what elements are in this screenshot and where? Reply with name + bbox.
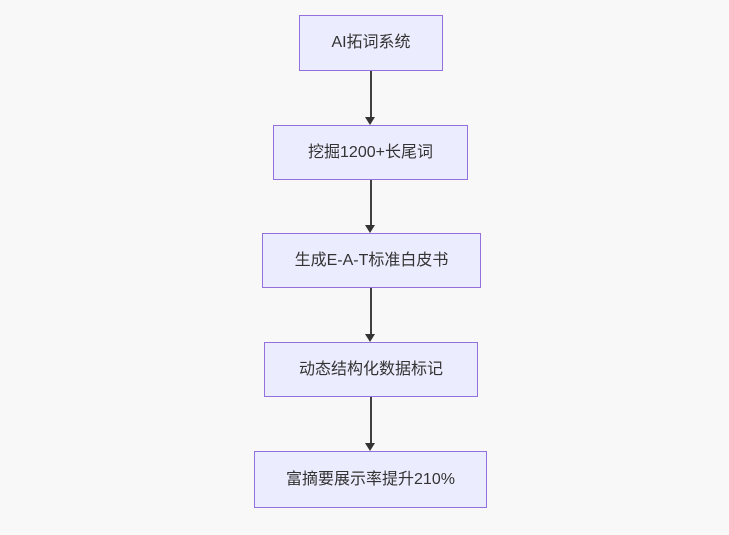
flow-node-label: 动态结构化数据标记 — [298, 360, 443, 378]
arrowhead-down-icon — [365, 225, 375, 233]
edge-line — [369, 397, 372, 445]
edge-arrow-1 — [365, 71, 376, 125]
flow-node-label: 富摘要展示率提升210% — [286, 470, 455, 488]
edge-arrow-2 — [365, 180, 376, 233]
flow-node-label: AI拓词系统 — [331, 34, 411, 52]
arrowhead-down-icon — [365, 334, 375, 342]
flow-node-longtail-mining: 挖掘1200+长尾词 — [273, 125, 468, 180]
flow-node-eat-whitepaper: 生成E-A-T标准白皮书 — [262, 233, 481, 288]
flow-node-label: 挖掘1200+长尾词 — [308, 143, 433, 161]
flow-node-structured-data-markup: 动态结构化数据标记 — [264, 342, 478, 397]
flow-node-rich-snippet-result: 富摘要展示率提升210% — [254, 451, 487, 508]
edge-line — [369, 180, 372, 227]
arrowhead-down-icon — [365, 443, 375, 451]
edge-arrow-3 — [365, 288, 376, 342]
flow-node-ai-keyword-system: AI拓词系统 — [299, 15, 443, 71]
edge-line — [369, 71, 372, 119]
edge-line — [369, 288, 372, 336]
edge-arrow-4 — [365, 397, 376, 451]
arrowhead-down-icon — [365, 117, 375, 125]
flow-node-label: 生成E-A-T标准白皮书 — [294, 251, 449, 269]
